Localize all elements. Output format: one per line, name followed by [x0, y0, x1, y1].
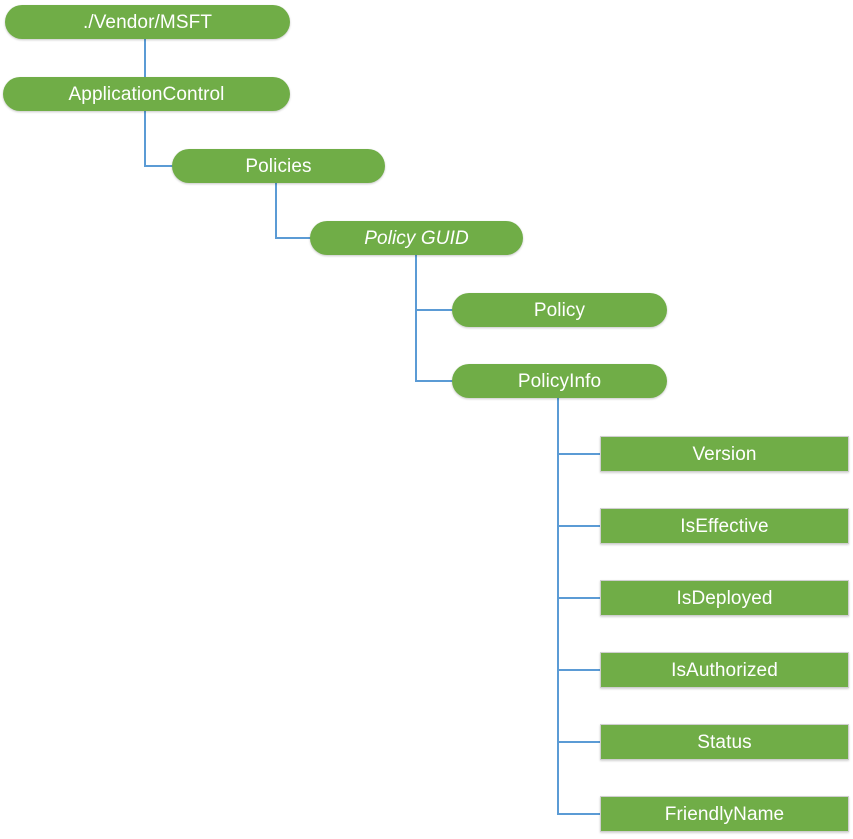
- connector-policy-info-to-status: [557, 397, 601, 743]
- connector-policy-info-to-version: [557, 397, 601, 455]
- connector-policy-info-to-is-deployed: [557, 397, 601, 599]
- connector-policy-guid-to-policy: [415, 254, 453, 311]
- node-label-is-deployed: IsDeployed: [676, 587, 773, 609]
- node-label-vendor-msft: ./Vendor/MSFT: [82, 11, 213, 33]
- node-label-application-control: ApplicationControl: [68, 83, 225, 105]
- node-label-status: Status: [697, 731, 752, 753]
- node-policy-guid[interactable]: Policy GUID: [310, 221, 523, 255]
- connector-policies-to-policy-guid: [275, 182, 311, 239]
- node-status[interactable]: Status: [600, 724, 849, 760]
- node-application-control[interactable]: ApplicationControl: [3, 77, 290, 111]
- connector-application-control-to-policies: [144, 110, 173, 167]
- node-is-deployed[interactable]: IsDeployed: [600, 580, 849, 616]
- node-label-policy: Policy: [533, 299, 586, 321]
- node-friendly-name[interactable]: FriendlyName: [600, 796, 849, 832]
- node-label-is-authorized: IsAuthorized: [671, 659, 778, 681]
- node-is-authorized[interactable]: IsAuthorized: [600, 652, 849, 688]
- node-label-policy-info: PolicyInfo: [517, 370, 602, 392]
- node-label-is-effective: IsEffective: [680, 515, 769, 537]
- connector-policy-info-to-friendly-name: [557, 397, 601, 815]
- node-policy[interactable]: Policy: [452, 293, 667, 327]
- connector-policy-guid-to-policy-info: [415, 254, 453, 382]
- node-label-version: Version: [692, 443, 757, 465]
- node-label-policy-guid: Policy GUID: [364, 227, 469, 249]
- node-vendor-msft[interactable]: ./Vendor/MSFT: [5, 5, 290, 39]
- node-label-friendly-name: FriendlyName: [664, 803, 785, 825]
- node-policy-info[interactable]: PolicyInfo: [452, 364, 667, 398]
- node-policies[interactable]: Policies: [172, 149, 385, 183]
- connector-policy-info-to-is-effective: [557, 397, 601, 527]
- node-version[interactable]: Version: [600, 436, 849, 472]
- node-is-effective[interactable]: IsEffective: [600, 508, 849, 544]
- connector-policy-info-to-is-authorized: [557, 397, 601, 671]
- node-label-policies: Policies: [245, 155, 312, 177]
